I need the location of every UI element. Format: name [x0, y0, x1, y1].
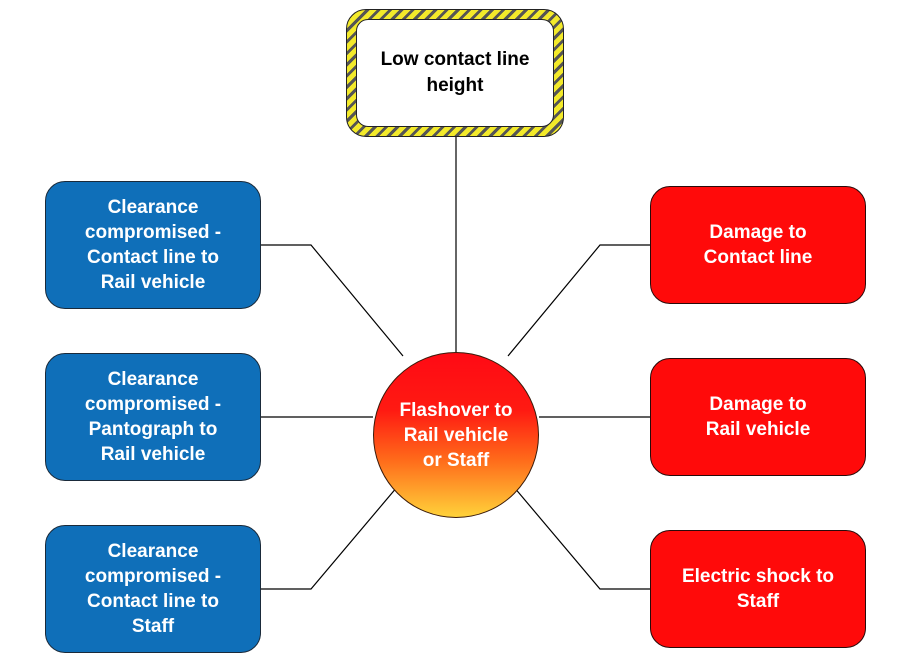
hazard-box: Low contact line height: [346, 9, 564, 137]
consequence-box-1: Damage to Contact line: [650, 186, 866, 304]
cause-box-1: Clearance compromised - Contact line to …: [45, 181, 261, 309]
connector-cause-3: [260, 479, 404, 590]
connector-consequence-3: [507, 479, 650, 590]
consequence-box-2: Damage to Rail vehicle: [650, 358, 866, 476]
connector-cause-1: [260, 244, 404, 357]
central-event-circle: Flashover to Rail vehicle or Staff: [373, 352, 539, 518]
connector-consequence-1: [507, 244, 650, 357]
cause-box-2: Clearance compromised - Pantograph to Ra…: [45, 353, 261, 481]
cause-box-3: Clearance compromised - Contact line to …: [45, 525, 261, 653]
hazard-label: Low contact line height: [356, 19, 554, 127]
consequence-box-3: Electric shock to Staff: [650, 530, 866, 648]
